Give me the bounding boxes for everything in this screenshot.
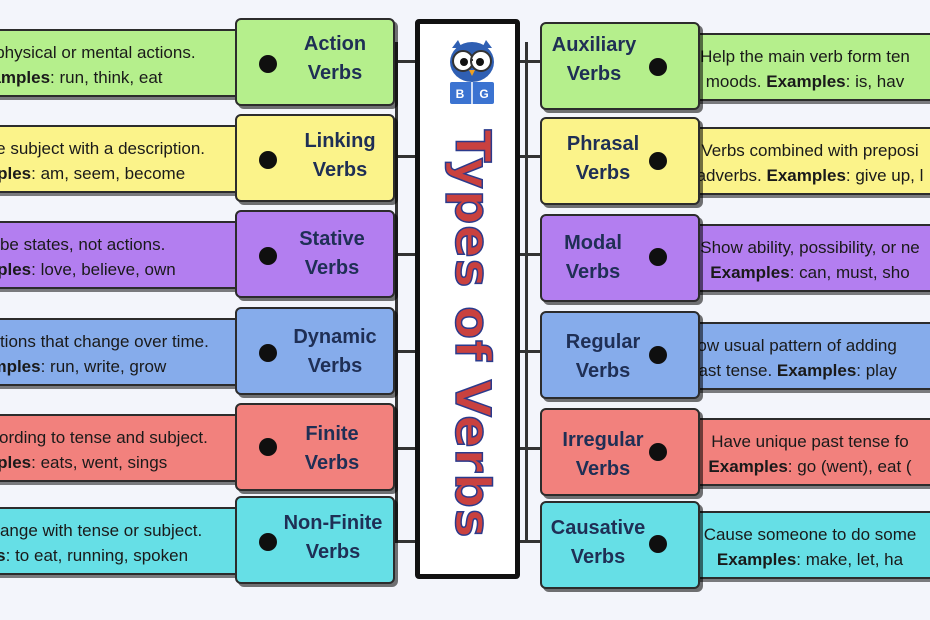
connector-dot — [259, 151, 277, 169]
description-box: actions that change over time. amples: r… — [0, 318, 270, 386]
description-line: Show ability, possibility, or ne — [700, 238, 920, 257]
verb-type-regular — [540, 311, 700, 399]
svg-text:B: B — [456, 87, 465, 101]
description-line: Follow usual pattern of adding — [670, 336, 897, 355]
description-examples: Examples: can, must, sho — [710, 263, 910, 282]
connector — [520, 60, 540, 63]
connector-dot — [649, 443, 667, 461]
description-line: Have unique past tense fo — [711, 432, 909, 451]
description-examples: xamples: run, think, eat — [0, 68, 163, 87]
description-examples: mples: eats, went, sings — [0, 453, 168, 472]
connector — [395, 540, 415, 543]
svg-text:G: G — [479, 87, 488, 101]
description-line: ccording to tense and subject. — [0, 428, 208, 447]
description-line: Cause someone to do some — [703, 525, 917, 544]
connector-dot — [649, 346, 667, 364]
description-examples: past tense. Examples: play — [689, 361, 897, 380]
description-box: Have unique past tense fo Examples: go (… — [658, 418, 930, 486]
page-title: Types of Verbs — [443, 129, 501, 539]
connector-dot — [259, 438, 277, 456]
description-box: Follow usual pattern of adding past tens… — [658, 322, 930, 390]
connector — [520, 253, 540, 256]
description-box: the subject with a description. mples: a… — [0, 125, 270, 193]
description-line: Help the main verb form ten — [700, 47, 910, 66]
description-examples: amples: run, write, grow — [0, 357, 167, 376]
description-examples: mples: am, seem, become — [0, 164, 186, 183]
connector — [520, 155, 540, 158]
description-box: Verbs combined with preposi adverbs. Exa… — [658, 127, 930, 195]
verb-type-auxiliary — [540, 22, 700, 110]
connector — [395, 350, 415, 353]
verb-type-irregular — [540, 408, 700, 496]
description-box: change with tense or subject. les: to ea… — [0, 507, 270, 575]
connector-dot — [259, 533, 277, 551]
description-box: s physical or mental actions. xamples: r… — [0, 29, 270, 97]
description-line: cribe states, not actions. — [0, 235, 166, 254]
connector — [520, 447, 540, 450]
left-rail — [395, 42, 398, 542]
center-title-panel: B G Types of Verbs — [415, 19, 520, 579]
description-line: actions that change over time. — [0, 332, 209, 351]
verb-type-phrasal — [540, 117, 700, 205]
description-examples: adverbs. Examples: give up, l — [696, 166, 924, 185]
verb-type-modal — [540, 214, 700, 302]
verb-type-finite — [235, 403, 395, 491]
description-box: Show ability, possibility, or ne Example… — [658, 224, 930, 292]
owl-icon: B G — [450, 40, 494, 104]
connector-dot — [259, 55, 277, 73]
verb-type-causative — [540, 501, 700, 589]
description-line: Verbs combined with preposi — [701, 141, 919, 160]
connector-dot — [649, 535, 667, 553]
connector-dot — [649, 248, 667, 266]
connector — [395, 253, 415, 256]
description-examples: moods. Examples: is, hav — [705, 72, 905, 91]
connector-dot — [259, 247, 277, 265]
description-box: ccording to tense and subject. mples: ea… — [0, 414, 270, 482]
description-examples: les: to eat, running, spoken — [0, 546, 189, 565]
description-box: Cause someone to do some Examples: make,… — [658, 511, 930, 579]
connector-dot — [649, 152, 667, 170]
description-line: change with tense or subject. — [0, 521, 203, 540]
connector — [395, 447, 415, 450]
connector — [520, 540, 540, 543]
connector — [395, 155, 415, 158]
description-examples: mples: love, believe, own — [0, 260, 176, 279]
description-line: the subject with a description. — [0, 139, 206, 158]
description-box: cribe states, not actions. mples: love, … — [0, 221, 270, 289]
connector-dot — [259, 344, 277, 362]
description-examples: Examples: make, let, ha — [716, 550, 904, 569]
connector — [395, 60, 415, 63]
description-examples: Examples: go (went), eat ( — [708, 457, 912, 476]
description-line: s physical or mental actions. — [0, 43, 196, 62]
right-rail — [525, 42, 528, 542]
connector — [520, 350, 540, 353]
connector-dot — [649, 58, 667, 76]
